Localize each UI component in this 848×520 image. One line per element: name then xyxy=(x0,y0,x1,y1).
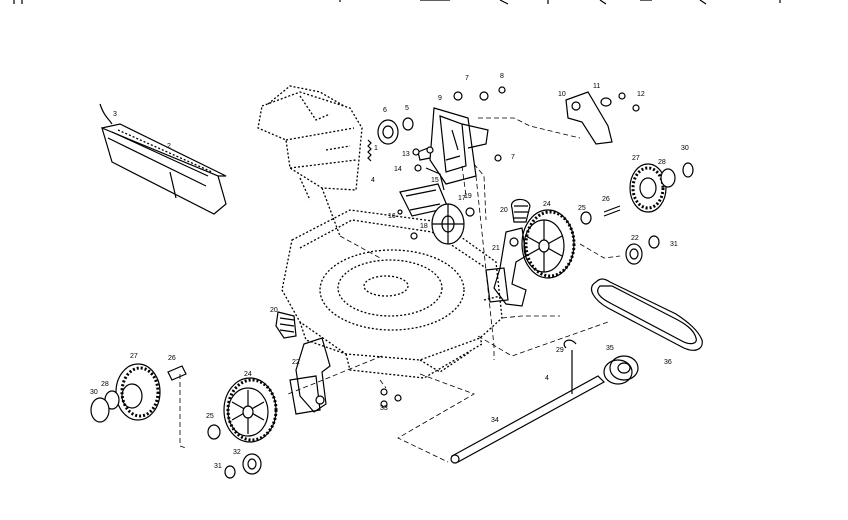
callout-20-left: 20 xyxy=(270,307,278,314)
callout-25-right: 25 xyxy=(578,205,586,212)
callout-27-right: 27 xyxy=(632,155,640,162)
height-adjust-bracket xyxy=(399,147,449,217)
callout-21: 21 xyxy=(492,245,500,252)
grass-bag xyxy=(99,103,227,215)
callout-19: 19 xyxy=(464,193,472,200)
callout-26-left: 26 xyxy=(168,355,176,362)
callout-26-right: 26 xyxy=(602,196,610,203)
callout-14: 14 xyxy=(394,166,402,173)
rear-wheel-right xyxy=(521,209,576,279)
callout-7-mid: 7 xyxy=(511,154,515,161)
pulley-35 xyxy=(603,355,639,385)
mower-deck xyxy=(281,209,503,379)
gear-right xyxy=(625,235,660,265)
leader-lines xyxy=(179,117,621,463)
bolts-center xyxy=(397,146,434,240)
front-wheel-left xyxy=(90,363,187,423)
callout-10: 10 xyxy=(558,91,566,98)
callout-22-right: 22 xyxy=(631,235,639,242)
front-wheel-right xyxy=(580,162,694,225)
rear-axle-bracket xyxy=(565,91,640,145)
callout-11: 11 xyxy=(593,83,600,90)
pad-right xyxy=(510,198,531,223)
pad-left xyxy=(275,311,297,339)
callout-28: 28 xyxy=(658,159,666,166)
callout-18: 18 xyxy=(420,223,428,230)
callout-8: 8 xyxy=(500,73,504,80)
callout-20-right: 20 xyxy=(500,207,508,214)
callout-12: 12 xyxy=(637,91,645,98)
callout-4-mid: 4 xyxy=(545,375,549,382)
callout-5: 5 xyxy=(405,105,409,112)
callout-31-right: 31 xyxy=(670,241,678,248)
part-callouts: 3 2 6 5 1 4 9 7 8 10 11 12 13 14 7 27 28… xyxy=(90,73,689,470)
callout-30-left: 30 xyxy=(90,389,98,396)
callout-2-bag: 2 xyxy=(167,143,171,150)
callout-6: 6 xyxy=(383,107,387,114)
callout-16: 16 xyxy=(388,213,396,220)
gear-wheel-17 xyxy=(431,203,475,245)
callout-17: 17 xyxy=(458,195,466,202)
pulley-5 xyxy=(377,117,414,145)
callout-4-top: 4 xyxy=(371,177,375,184)
handle-plate xyxy=(429,86,506,185)
bolts-33 xyxy=(380,388,402,408)
axle-rod xyxy=(450,339,605,464)
callout-31-left: 31 xyxy=(214,463,222,470)
callout-13: 13 xyxy=(402,151,410,158)
callout-3: 3 xyxy=(113,111,117,118)
callout-34: 34 xyxy=(491,417,499,424)
rear-wheel-left xyxy=(223,377,278,443)
callout-15: 15 xyxy=(431,177,439,184)
callout-9: 9 xyxy=(438,95,442,102)
top-edge-fragments xyxy=(13,0,781,5)
pivot-arm-left xyxy=(289,337,331,415)
callout-32: 32 xyxy=(233,449,241,456)
drive-belt xyxy=(591,278,703,351)
callout-1: 1 xyxy=(374,145,378,152)
callout-29: 29 xyxy=(556,347,564,354)
gear-left xyxy=(207,424,262,479)
callout-24-left: 24 xyxy=(244,371,252,378)
callout-7-top: 7 xyxy=(465,75,469,82)
callout-28-left: 28 xyxy=(101,381,109,388)
callout-25-left: 25 xyxy=(206,413,214,420)
pivot-arm-right xyxy=(485,227,527,307)
callout-22-left: 22 xyxy=(292,359,300,366)
callout-27-left: 27 xyxy=(130,353,138,360)
callout-30-right: 30 xyxy=(681,145,689,152)
spring-4 xyxy=(367,139,372,162)
callout-24-right: 24 xyxy=(543,201,551,208)
callout-35: 35 xyxy=(606,345,614,352)
engine xyxy=(257,85,363,237)
callout-33: 33 xyxy=(380,405,388,412)
callout-36: 36 xyxy=(664,359,672,366)
